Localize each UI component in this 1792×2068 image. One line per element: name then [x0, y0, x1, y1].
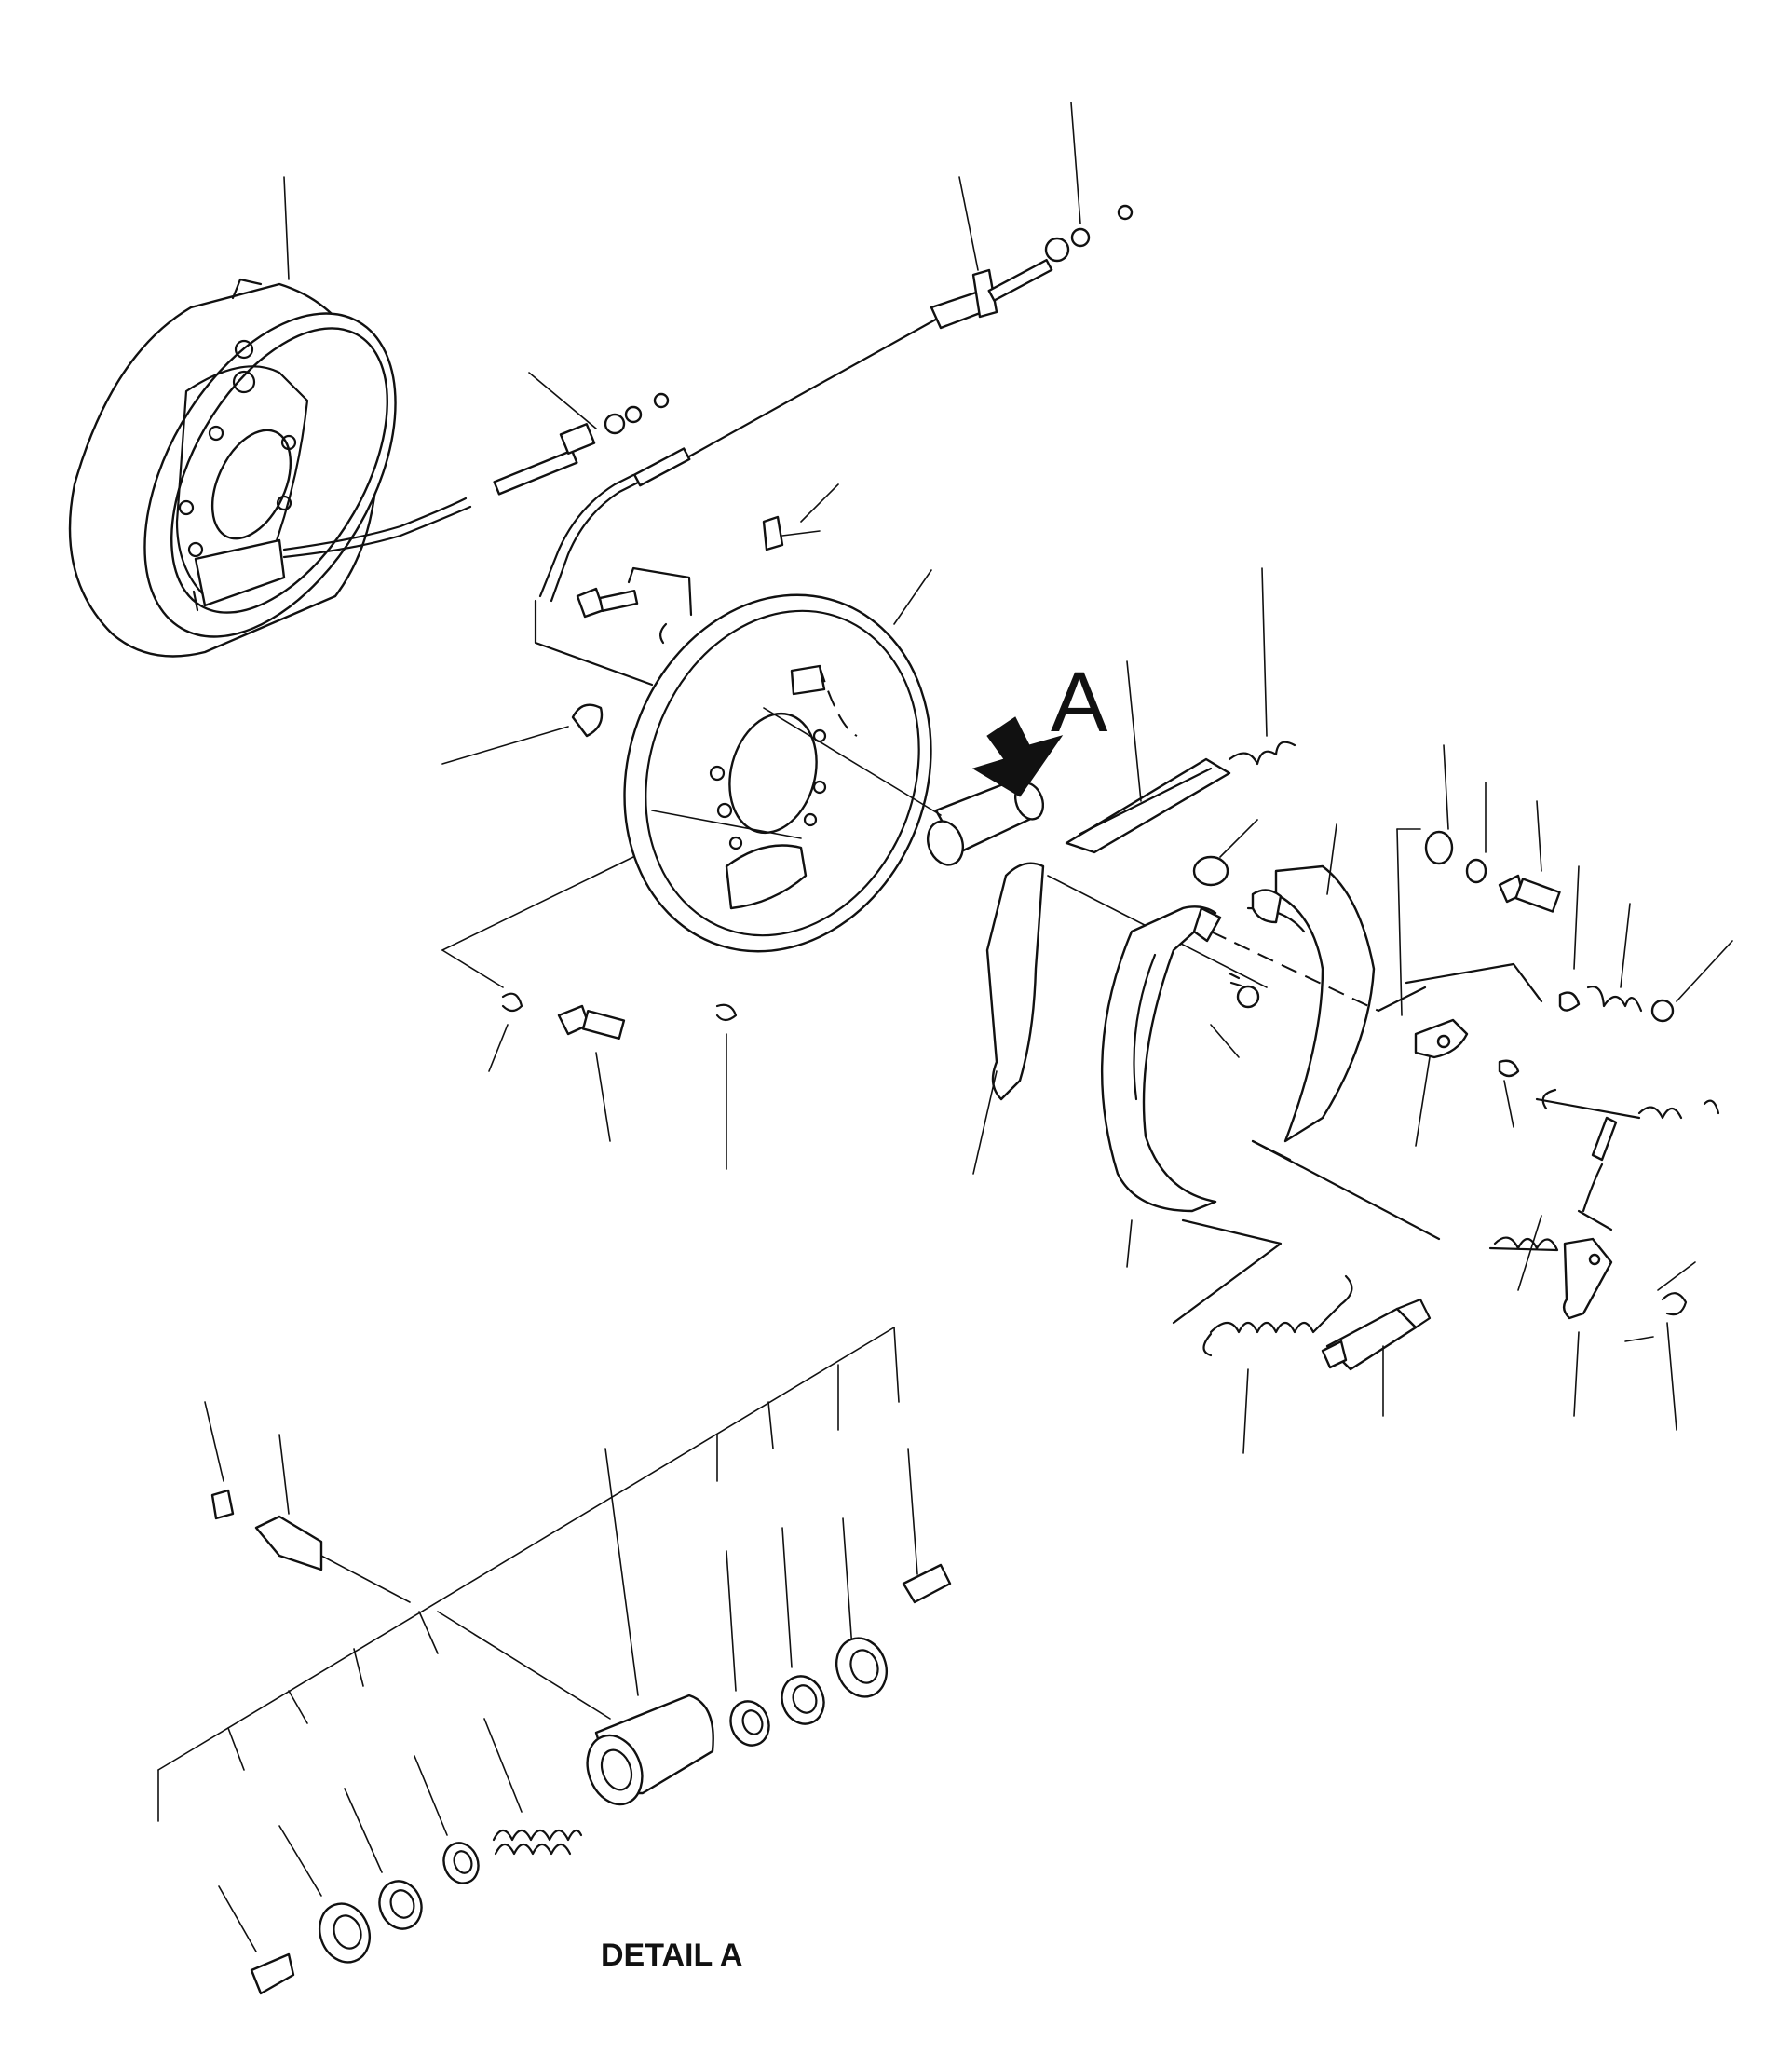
plug-part — [571, 703, 604, 738]
detail-a-wheel-cylinder: DETAIL A — [157, 1327, 952, 1995]
brake-shoe-hardware — [972, 567, 1441, 1325]
wheel-cylinder-location: A — [763, 655, 1108, 866]
center-backing-plate — [441, 483, 932, 953]
right-small-parts — [1377, 744, 1733, 1431]
mounting-bolts — [441, 566, 802, 1170]
view-arrow-icon — [971, 716, 1064, 797]
leader-line — [283, 176, 290, 280]
view-marker-label: A — [1051, 655, 1108, 750]
lower-spring-and-adjuster — [1202, 1274, 1432, 1454]
parking-brake-cables — [282, 102, 1134, 603]
detail-caption: DETAIL A — [601, 1938, 742, 1973]
left-brake-drum-assembly — [68, 176, 397, 658]
